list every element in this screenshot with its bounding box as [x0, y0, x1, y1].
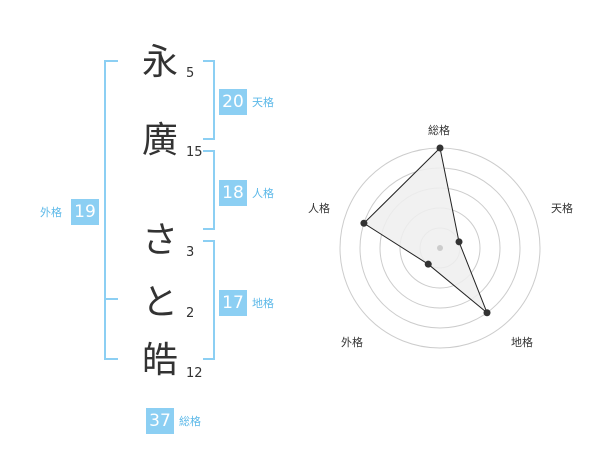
radar-point-2 [455, 238, 463, 246]
radar-center-dot [437, 245, 443, 251]
name-char-1: 永 [141, 42, 178, 83]
radar-label-gaikaku: 外格 [341, 336, 363, 349]
gaikaku-bracket [104, 60, 118, 360]
stroke-count-5: 12 [186, 366, 203, 381]
chikaku-label: 地格 [252, 297, 274, 310]
soukaku-value: 37 [146, 408, 174, 434]
radar-point-5 [360, 219, 368, 227]
radar-label-tenkaku: 天格 [551, 202, 573, 215]
radar-label-soukaku: 総格 [428, 124, 450, 137]
jinkaku-bracket [203, 150, 215, 230]
chikaku-value: 17 [219, 290, 247, 316]
chikaku-bracket [203, 240, 215, 360]
radar-point-4 [424, 260, 432, 268]
stroke-count-3: 3 [186, 245, 195, 260]
jinkaku-label: 人格 [252, 187, 274, 200]
radar-polygon [363, 146, 488, 314]
radar-label-jinkaku: 人格 [308, 202, 330, 215]
radar-points [360, 144, 491, 317]
radar-point-1 [436, 144, 444, 152]
tenkaku-bracket [203, 60, 215, 140]
stroke-count-1: 5 [186, 66, 195, 81]
radar-label-chikaku: 地格 [511, 336, 533, 349]
gaikaku-label: 外格 [40, 206, 62, 219]
gaikaku-bracket-divider [104, 298, 118, 300]
stroke-count-4: 2 [186, 306, 195, 321]
jinkaku-value: 18 [219, 180, 247, 206]
name-char-4: と [141, 282, 178, 323]
tenkaku-value: 20 [219, 89, 247, 115]
name-char-2: 廣 [141, 120, 178, 161]
name-char-3: さ [141, 220, 178, 261]
soukaku-label: 総格 [179, 415, 201, 428]
stroke-count-2: 15 [186, 145, 203, 160]
tenkaku-label: 天格 [252, 96, 274, 109]
radar-point-3 [483, 309, 491, 317]
name-char-5: 皓 [141, 340, 178, 381]
gaikaku-value: 19 [71, 199, 99, 225]
